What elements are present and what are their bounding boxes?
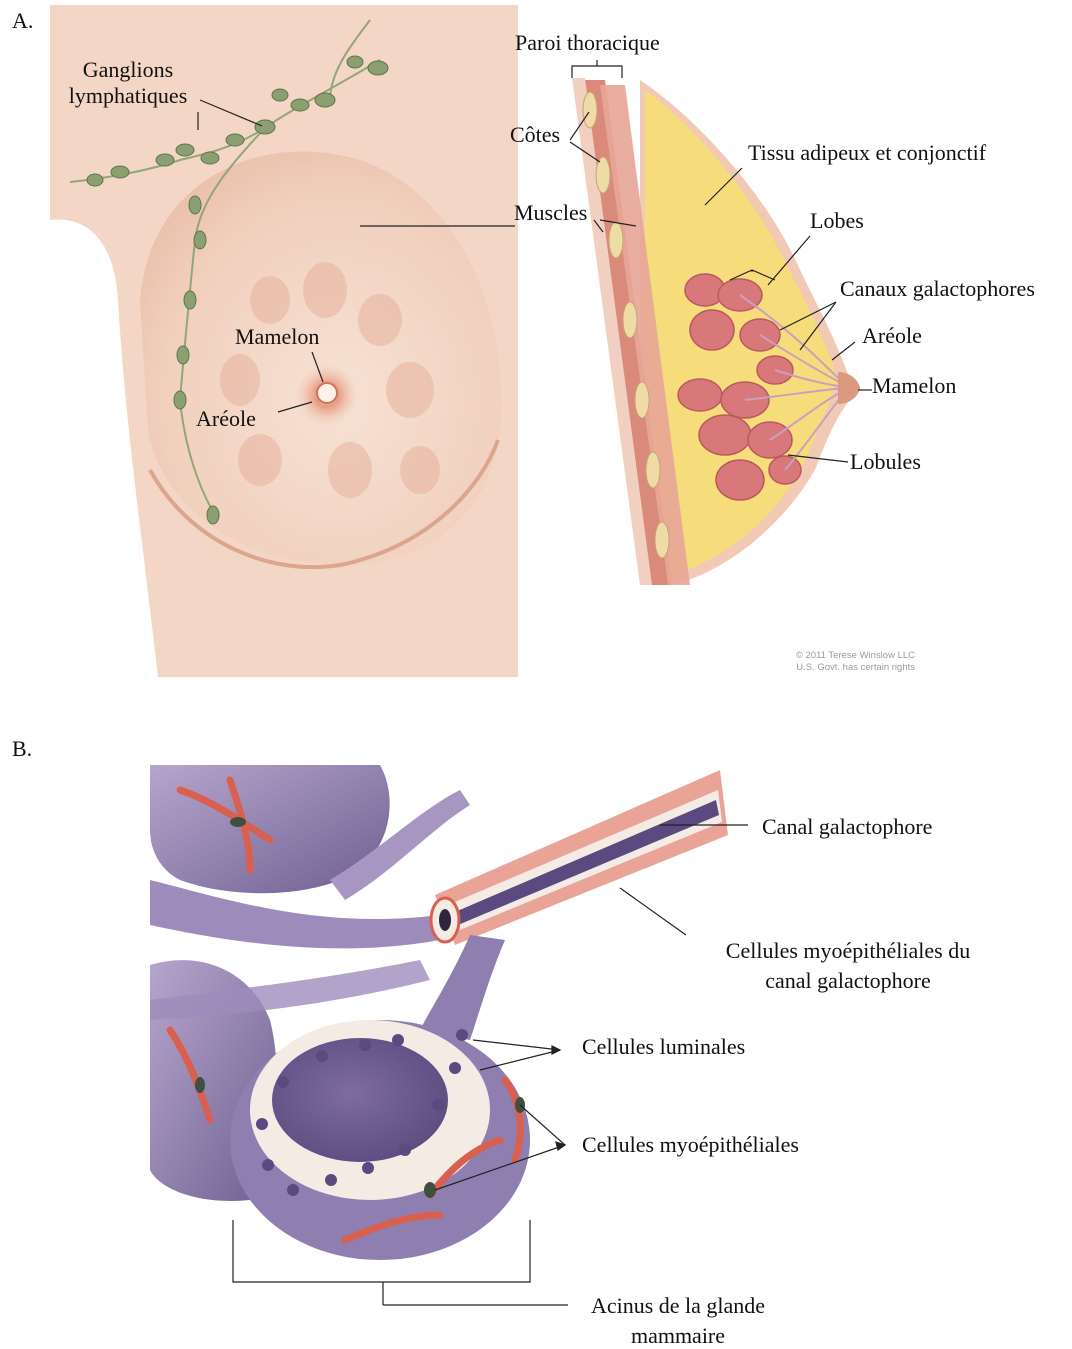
label-myo-canal-line-1: Cellules myoépithéliales du <box>690 938 1006 964</box>
label-paroi-thoracique: Paroi thoracique <box>515 30 660 56</box>
label-canal-galactophore: Canal galactophore <box>762 814 932 840</box>
label-lobules: Lobules <box>850 449 921 475</box>
copyright-line-1: © 2011 Terese Winslow LLC <box>760 650 915 662</box>
label-muscles: Muscles <box>514 200 587 226</box>
label-cotes: Côtes <box>510 122 560 148</box>
label-areole-left: Aréole <box>196 406 256 432</box>
label-mamelon-right: Mamelon <box>872 373 956 399</box>
label-myo-canal-line-2: canal galactophore <box>690 968 1006 994</box>
label-mamelon-left: Mamelon <box>235 324 319 350</box>
label-acinus: Acinus de la glande mammaire <box>568 1293 788 1349</box>
acinus-illustration <box>150 765 728 1260</box>
label-tissu-adipeux: Tissu adipeux et conjonctif <box>748 140 986 166</box>
label-cellules-myoepitheliales: Cellules myoépithéliales <box>582 1132 799 1158</box>
label-ganglions-lymphatiques: Ganglions lymphatiques <box>58 57 198 109</box>
label-acinus-line-1: Acinus de la glande <box>568 1293 788 1319</box>
label-canaux-galactophores: Canaux galactophores <box>840 276 1035 302</box>
label-lobes: Lobes <box>810 208 864 234</box>
copyright-notice: © 2011 Terese Winslow LLC U.S. Govt. has… <box>760 650 915 674</box>
panel-b-letter: B. <box>12 736 32 762</box>
label-acinus-line-2: mammaire <box>568 1323 788 1349</box>
label-cellules-luminales: Cellules luminales <box>582 1034 745 1060</box>
copyright-line-2: U.S. Govt. has certain rights <box>760 662 915 674</box>
panel-a-letter: A. <box>12 8 33 34</box>
label-myo-canal: Cellules myoépithéliales du canal galact… <box>690 938 1006 994</box>
label-areole-right: Aréole <box>862 323 922 349</box>
